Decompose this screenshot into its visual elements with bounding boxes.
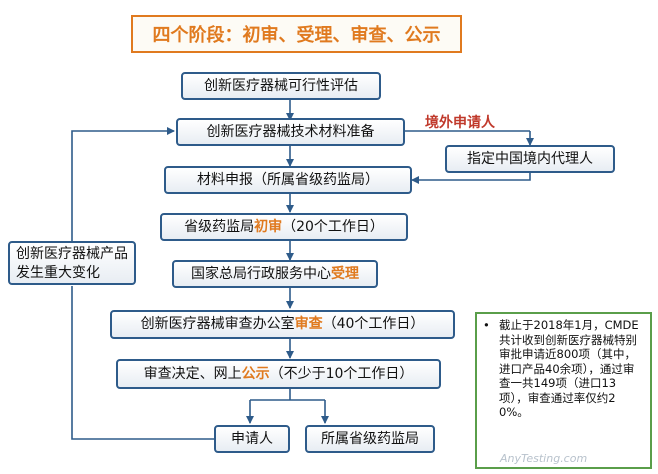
applicant-label: 申请人 bbox=[231, 430, 273, 447]
step-acceptance: 国家总局行政服务中心受理 bbox=[172, 260, 378, 288]
step-first-review: 省级药监局初审（20个工作日） bbox=[160, 213, 408, 241]
step-feasibility-assessment-label: 创新医疗器械可行性评估 bbox=[204, 77, 358, 94]
overseas-applicant-label: 境外申请人 bbox=[425, 115, 495, 131]
step-decision-publicity: 审查决定、网上公示（不少于10个工作日） bbox=[116, 359, 441, 389]
stage-title: 四个阶段：初审、受理、审查、公示 bbox=[131, 15, 462, 53]
step-application-submission: 材料申报（所属省级药监局） bbox=[164, 166, 412, 194]
statistics-note: • 截止于2018年1月，CMDE共计收到创新医疗器械特别审批申请近800项（其… bbox=[475, 312, 652, 469]
step-feasibility-assessment: 创新医疗器械可行性评估 bbox=[181, 72, 381, 100]
step-designate-agent: 指定中国境内代理人 bbox=[445, 145, 615, 173]
major-change-label: 创新医疗器械产品发生重大变化 bbox=[16, 246, 128, 281]
provincial-agency-label: 所属省级药监局 bbox=[321, 430, 419, 447]
step-examination: 创新医疗器械审查办公室审查（40个工作日） bbox=[110, 310, 455, 339]
decision-prefix: 审查决定、网上 bbox=[143, 365, 242, 382]
first-review-highlight: 初审 bbox=[254, 218, 283, 235]
acceptance-prefix: 国家总局行政服务中心 bbox=[191, 265, 331, 282]
step-technical-materials-label: 创新医疗器械技术材料准备 bbox=[206, 123, 375, 140]
acceptance-highlight: 受理 bbox=[331, 265, 359, 282]
first-review-suffix: （20个工作日） bbox=[282, 218, 384, 235]
decision-suffix: （不少于10个工作日） bbox=[269, 365, 414, 382]
step-application-submission-label: 材料申报（所属省级药监局） bbox=[197, 171, 379, 188]
step-designate-agent-label: 指定中国境内代理人 bbox=[467, 150, 593, 167]
examination-prefix: 创新医疗器械审查办公室 bbox=[140, 316, 295, 333]
step-applicant: 申请人 bbox=[214, 425, 290, 453]
note-text: 截止于2018年1月，CMDE共计收到创新医疗器械特别审批申请近800项（其中，… bbox=[499, 318, 639, 419]
note-bullet: • bbox=[483, 318, 490, 332]
watermark: AnyTesting.com bbox=[500, 452, 588, 465]
major-change-box: 创新医疗器械产品发生重大变化 bbox=[8, 241, 136, 285]
decision-highlight: 公示 bbox=[241, 365, 270, 382]
examination-suffix: （40个工作日） bbox=[322, 316, 425, 333]
step-provincial-agency: 所属省级药监局 bbox=[305, 425, 435, 453]
examination-highlight: 审查 bbox=[294, 316, 323, 333]
step-technical-materials: 创新医疗器械技术材料准备 bbox=[176, 118, 405, 146]
first-review-prefix: 省级药监局 bbox=[184, 218, 255, 235]
